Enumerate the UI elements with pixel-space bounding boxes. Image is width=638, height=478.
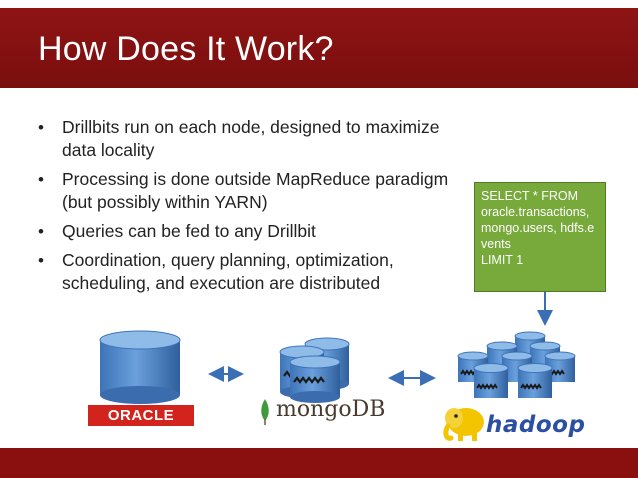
sql-line: mongo.users, hdfs.e xyxy=(481,221,595,235)
hadoop-logo: hadoop xyxy=(442,400,602,446)
bottom-bar xyxy=(0,448,638,478)
sql-line: vents xyxy=(481,237,511,251)
bullet-item: • Processing is done outside MapReduce pa… xyxy=(38,168,458,214)
bullet-item: • Drillbits run on each node, designed to… xyxy=(38,116,458,162)
oracle-database-icon xyxy=(99,330,181,404)
bullet-dot-icon: • xyxy=(38,251,44,270)
title-bar: How Does It Work? xyxy=(0,8,638,88)
bullet-dot-icon: • xyxy=(38,222,44,241)
oracle-logo: ORACLE xyxy=(88,405,194,426)
bullet-text: Drillbits run on each node, designed to … xyxy=(62,117,440,160)
bullet-text: Queries can be fed to any Drillbit xyxy=(62,221,316,241)
sql-line: LIMIT 1 xyxy=(481,253,524,267)
sql-line: SELECT * FROM xyxy=(481,189,579,203)
bullet-list: • Drillbits run on each node, designed to… xyxy=(38,116,458,301)
bullet-text: Processing is done outside MapReduce par… xyxy=(62,169,449,212)
hadoop-wordmark: hadoop xyxy=(486,412,586,438)
bullet-item: • Coordination, query planning, optimizat… xyxy=(38,249,458,295)
bullet-text: Coordination, query planning, optimizati… xyxy=(62,250,394,293)
hadoop-elephant-icon xyxy=(443,408,484,441)
sql-query-box: SELECT * FROM oracle.transactions, mongo… xyxy=(474,182,606,292)
mongodb-leaf-icon xyxy=(261,399,269,425)
top-strip xyxy=(0,0,638,8)
bullet-item: • Queries can be fed to any Drillbit xyxy=(38,220,458,243)
mongo-database-cluster-icon xyxy=(279,337,350,403)
sql-line: oracle.transactions, xyxy=(481,205,590,219)
hadoop-cluster-icon xyxy=(457,331,576,398)
slide-title: How Does It Work? xyxy=(38,30,334,68)
mongodb-logo: mongoDB xyxy=(258,397,385,427)
bullet-dot-icon: • xyxy=(38,170,44,189)
mongodb-wordmark: mongoDB xyxy=(276,397,386,422)
bullet-dot-icon: • xyxy=(38,118,44,137)
